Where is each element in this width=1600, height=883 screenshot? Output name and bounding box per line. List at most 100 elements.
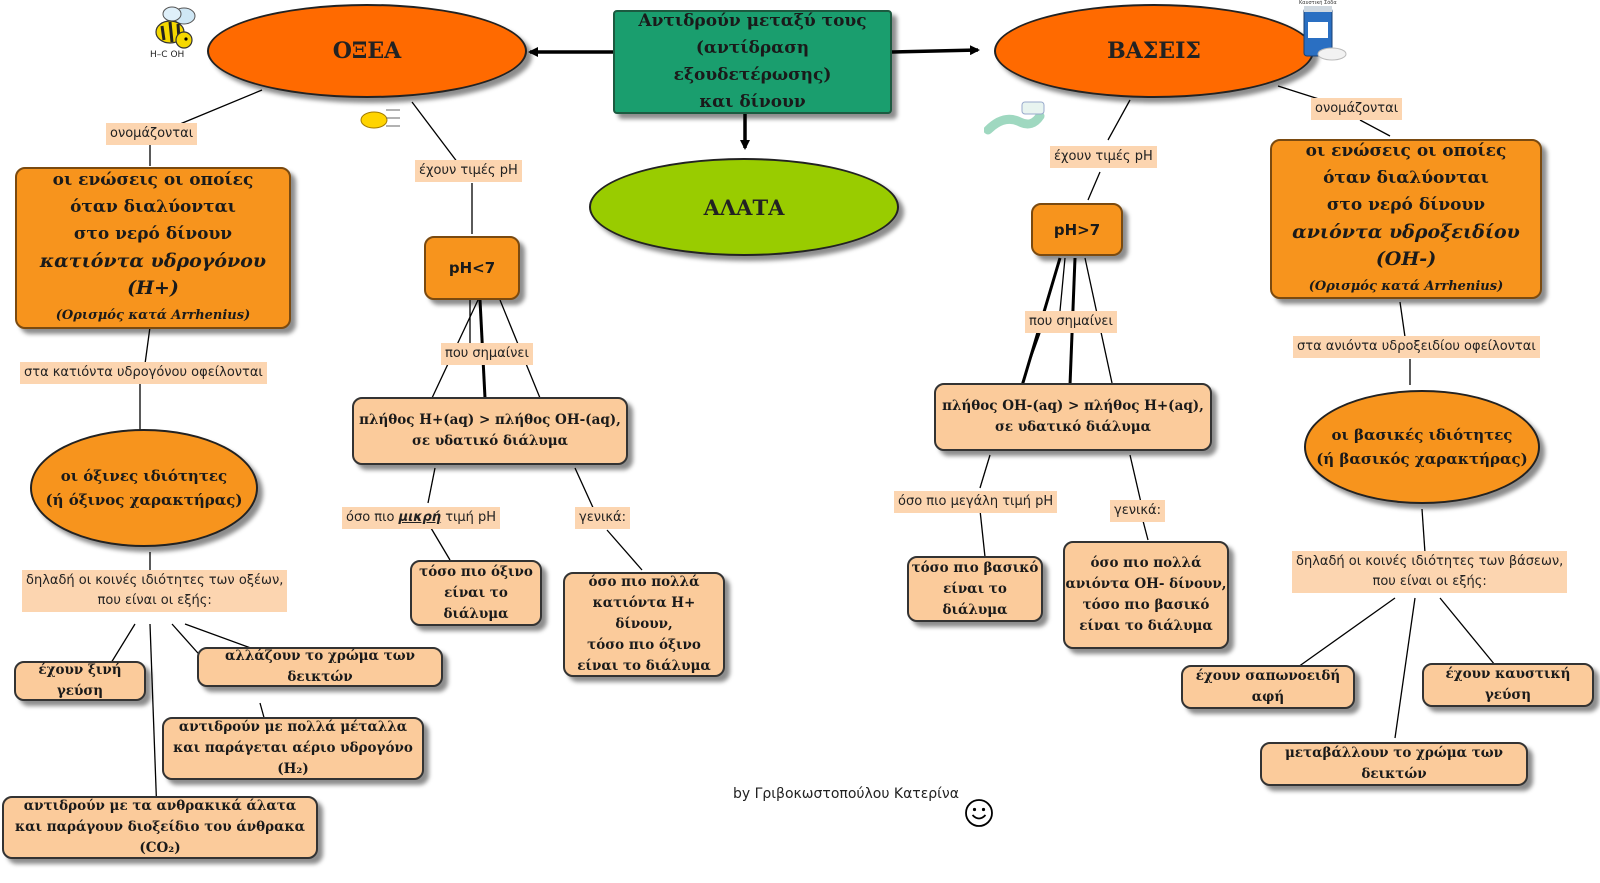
acids-smaller-post: τιμή pH [445,510,497,525]
caustic-soda-jar-icon [1303,6,1347,61]
acids-p1-text: έχουν ξινή γεύση [38,662,122,699]
bases-common-line-1: δηλαδή οι κοινές ιδιότητες των βάσεων, [1296,554,1564,569]
bases-prop-line-2: (ή βασικός χαρακτήρας) [1316,450,1528,468]
toothpaste-icon [984,101,1045,135]
bases-bigger-line-1: τόσο πιο βασικό [911,559,1039,576]
bases-definition-box: οι ενώσεις οι οποίες όταν διαλύονται στο… [1270,139,1542,299]
acids-ph-box: pH<7 [424,236,520,300]
acids-ellipse: ΟΞΕΑ [207,4,527,98]
acetic-acid-formula-icon: H–C OH [150,50,184,60]
acids-general-label: γενικά: [575,507,630,529]
acids-prop-line-2: (ή όξινος χαρακτήρας) [45,491,243,509]
formula-h: H–C [150,50,168,60]
bases-due-label: στα ανιόντα υδροξειδίου οφείλονται [1293,336,1540,358]
acids-properties-ellipse: οι όξινες ιδιότητες (ή όξινος χαρακτήρας… [30,429,258,547]
acids-smaller-pre: όσο πιο [346,510,395,525]
reaction-box: Αντιδρούν μεταξύ τους (αντίδραση εξουδετ… [613,10,892,114]
acids-ph-label: έχουν τιμές pH [415,160,522,182]
acids-due-label: στα κατιόντα υδρογόνου οφείλονται [20,362,267,384]
lemon-formula-icon [360,109,400,129]
smiley-icon [965,799,993,827]
acids-means-box: πλήθος Η+(aq) > πλήθος ΟΗ-(aq), σε υδατι… [352,397,628,465]
acids-common-line-1: δηλαδή οι κοινές ιδιότητες των οξέων, [26,573,284,588]
bases-general-line-4: είναι το διάλυμα [1079,618,1213,634]
bases-means-line-2: σε υδατικό διάλυμα [994,419,1152,435]
acids-p4-line-1: αντιδρούν με τα ανθρακικά άλατα [23,798,297,814]
acids-smaller-box: τόσο πιο όξινο είναι το διάλυμα [410,560,542,626]
acids-ph-value: pH<7 [448,259,496,277]
bases-general-box: όσο πιο πολλά ανιόντα ΟΗ- δίνουν, τόσο π… [1063,541,1229,649]
acids-def-line-1: οι ενώσεις οι οποίες [52,170,254,190]
acids-property-metals: αντιδρούν με πολλά μέταλλα και παράγεται… [162,717,424,780]
reaction-line-1: Αντιδρούν μεταξύ τους [638,11,867,31]
bases-bigger-box: τόσο πιο βασικό είναι το διάλυμα [907,556,1043,622]
acids-smaller-line-1: τόσο πιο όξινο [419,563,533,580]
bases-title: ΒΑΣΕΙΣ [1107,38,1201,64]
bases-bigger-label: όσο πιο μεγάλη τιμή pH [894,491,1058,513]
bases-bigger-line-2: είναι το διάλυμα [942,580,1008,618]
acids-common-line-2: που είναι οι εξής: [97,593,212,608]
salts-title: ΑΛΑΤΑ [703,194,785,220]
acids-def-line-3: στο νερό δίνουν [73,224,233,244]
acids-property-sour-taste: έχουν ξινή γεύση [14,661,146,701]
acids-p3-line-2: και παράγεται αέριο υδρογόνο (Η₂) [173,740,413,777]
acids-p4-line-2: και παράγουν διοξείδιο του άνθρακα (CO₂) [14,819,306,856]
acids-general-line-3: τόσο πιο όξινο [587,637,701,653]
bases-def-line-4: ανιόντα υδροξειδίου (ΟΗ-) [1292,221,1520,270]
bases-common-line-2: που είναι οι εξής: [1372,574,1487,589]
bases-prop-line-1: οι βασικές ιδιότητες [1331,426,1513,444]
bases-common-label: δηλαδή οι κοινές ιδιότητες των βάσεων, π… [1292,551,1568,593]
acids-smaller-label: όσο πιο μικρή τιμή pH [342,507,501,529]
acids-general-box: όσο πιο πολλά κατιόντα Η+ δίνουν, τόσο π… [563,572,725,677]
acids-smaller-emphasis: μικρή [398,510,442,525]
bases-p1-text: έχουν σαπωνοειδή αφή [1195,668,1341,705]
bases-means-box: πλήθος ΟΗ-(aq) > πλήθος Η+(aq), σε υδατι… [934,383,1212,451]
acids-named-label: ονομάζονται [106,123,198,145]
bases-properties-ellipse: οι βασικές ιδιότητες (ή βασικός χαρακτήρ… [1304,390,1540,504]
acids-def-line-2: όταν διαλύονται [70,197,236,217]
acids-prop-line-1: οι όξινες ιδιότητες [60,467,228,485]
bases-def-line-5: (Ορισμός κατά Arrhenius) [1308,279,1504,294]
credit-text: by Γριβοκωστοπούλου Κατερίνα [733,786,959,802]
reaction-line-3: και δίνουν [699,92,806,112]
bases-ph-label: έχουν τιμές pH [1050,146,1157,168]
bases-p3-text: μεταβάλλουν το χρώμα των δεικτών [1284,745,1504,782]
bases-property-indicator: μεταβάλλουν το χρώμα των δεικτών [1260,742,1528,786]
acids-definition-box: οι ενώσεις οι οποίες όταν διαλύονται στο… [15,167,291,329]
acids-means-line-2: σε υδατικό διάλυμα [411,433,569,449]
salts-ellipse: ΑΛΑΤΑ [589,158,899,256]
acids-general-line-2: κατιόντα Η+ δίνουν, [592,595,696,632]
credit-name: by Γριβοκωστοπούλου Κατερίνα [733,786,959,802]
acids-def-line-4: κατιόντα υδρογόνου (Η+) [39,250,267,299]
acids-common-label: δηλαδή οι κοινές ιδιότητες των οξέων, πο… [22,570,288,612]
bases-def-line-2: όταν διαλύονται [1323,168,1489,188]
bases-means-label: που σημαίνει [1025,311,1117,333]
acids-smaller-line-2: είναι το διάλυμα [443,584,509,622]
bases-ph-value: pH>7 [1053,220,1101,239]
bases-ph-box: pH>7 [1031,203,1123,256]
bee-icon [155,6,196,49]
bases-property-soapy: έχουν σαπωνοειδή αφή [1181,665,1355,709]
acids-means-line-1: πλήθος Η+(aq) > πλήθος ΟΗ-(aq), [359,412,621,428]
bases-def-line-1: οι ενώσεις οι οποίες [1305,141,1507,161]
bases-general-line-1: όσο πιο πολλά [1090,555,1202,571]
acids-p3-line-1: αντιδρούν με πολλά μέταλλα [178,719,408,735]
bases-general-line-3: τόσο πιο βασικό [1082,597,1210,613]
bases-named-label: ονομάζονται [1311,98,1403,120]
formula-oh: OH [170,50,185,60]
acids-property-indicator: αλλάζουν το χρώμα των δεικτών [197,647,443,687]
bases-def-line-3: στο νερό δίνουν [1326,195,1486,215]
acids-means-label: που σημαίνει [441,343,533,365]
bases-means-line-1: πλήθος ΟΗ-(aq) > πλήθος Η+(aq), [942,398,1204,414]
caustic-soda-jar-label: Καυστική Σόδα [1299,0,1337,6]
acids-p2-text: αλλάζουν το χρώμα των δεικτών [225,648,415,685]
acids-def-line-5: (Ορισμός κατά Arrhenius) [55,308,251,323]
acids-general-line-1: όσο πιο πολλά [588,574,700,590]
reaction-line-2: (αντίδραση εξουδετέρωσης) [673,38,832,85]
bases-general-line-2: ανιόντα ΟΗ- δίνουν, [1065,576,1227,592]
acids-title: ΟΞΕΑ [332,38,402,64]
bases-p2-text: έχουν καυστική γεύση [1445,666,1571,703]
acids-general-line-4: είναι το διάλυμα [577,658,711,674]
bases-general-label: γενικά: [1110,500,1165,522]
bases-ellipse: ΒΑΣΕΙΣ [994,4,1314,98]
